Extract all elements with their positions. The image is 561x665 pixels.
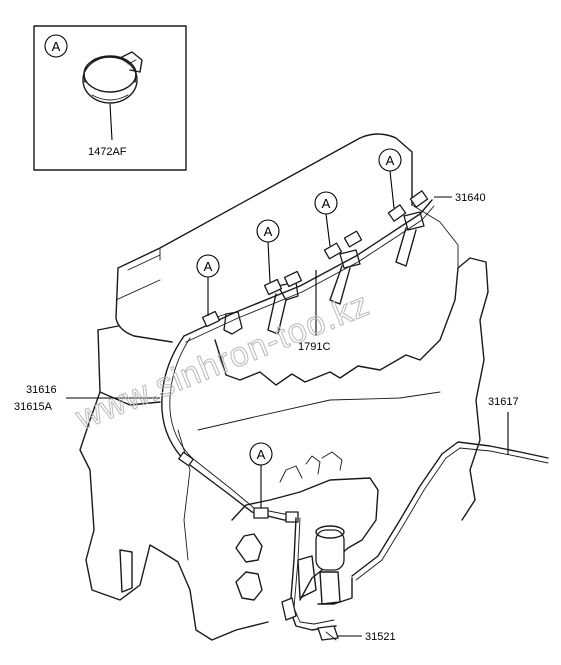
svg-text:A: A [257, 447, 266, 462]
watermark: www.sinhron-too.kz [70, 285, 375, 438]
part-label-31615A: 31615A [14, 401, 53, 413]
part-label-31617: 31617 [488, 396, 519, 408]
part-label-31521: 31521 [365, 631, 396, 643]
pipe-connectors [201, 190, 429, 328]
svg-text:A: A [264, 224, 273, 239]
ref-marker-box: A [44, 34, 68, 58]
svg-text:A: A [386, 153, 395, 168]
part-label-1472AF: 1472AF [88, 146, 127, 158]
part-label-31616: 31616 [26, 384, 57, 396]
part-label-31640: 31640 [455, 192, 486, 204]
pipe-31617 [289, 441, 549, 631]
injector-4 [395, 211, 425, 267]
part-label-1791C: 1791C [298, 341, 330, 353]
ref-marker-injector-3: A [314, 191, 338, 247]
engine-block [79, 133, 489, 641]
svg-text:A: A [52, 39, 61, 54]
bolt-31521 [281, 597, 339, 641]
ref-marker-pump: A [249, 442, 273, 508]
hose-31616 [161, 335, 299, 523]
hose-clamp-illustration [82, 51, 143, 104]
svg-text:A: A [204, 259, 213, 274]
ref-marker-injector-4: A [378, 148, 402, 209]
detail-box: 1472AF [33, 25, 187, 171]
ref-marker-injector-2: A [256, 219, 280, 283]
ref-marker-injector-1: A [196, 254, 220, 316]
svg-text:A: A [322, 196, 331, 211]
leak-off-pipe-1791C [183, 190, 435, 343]
leader-1472AF [109, 103, 113, 141]
